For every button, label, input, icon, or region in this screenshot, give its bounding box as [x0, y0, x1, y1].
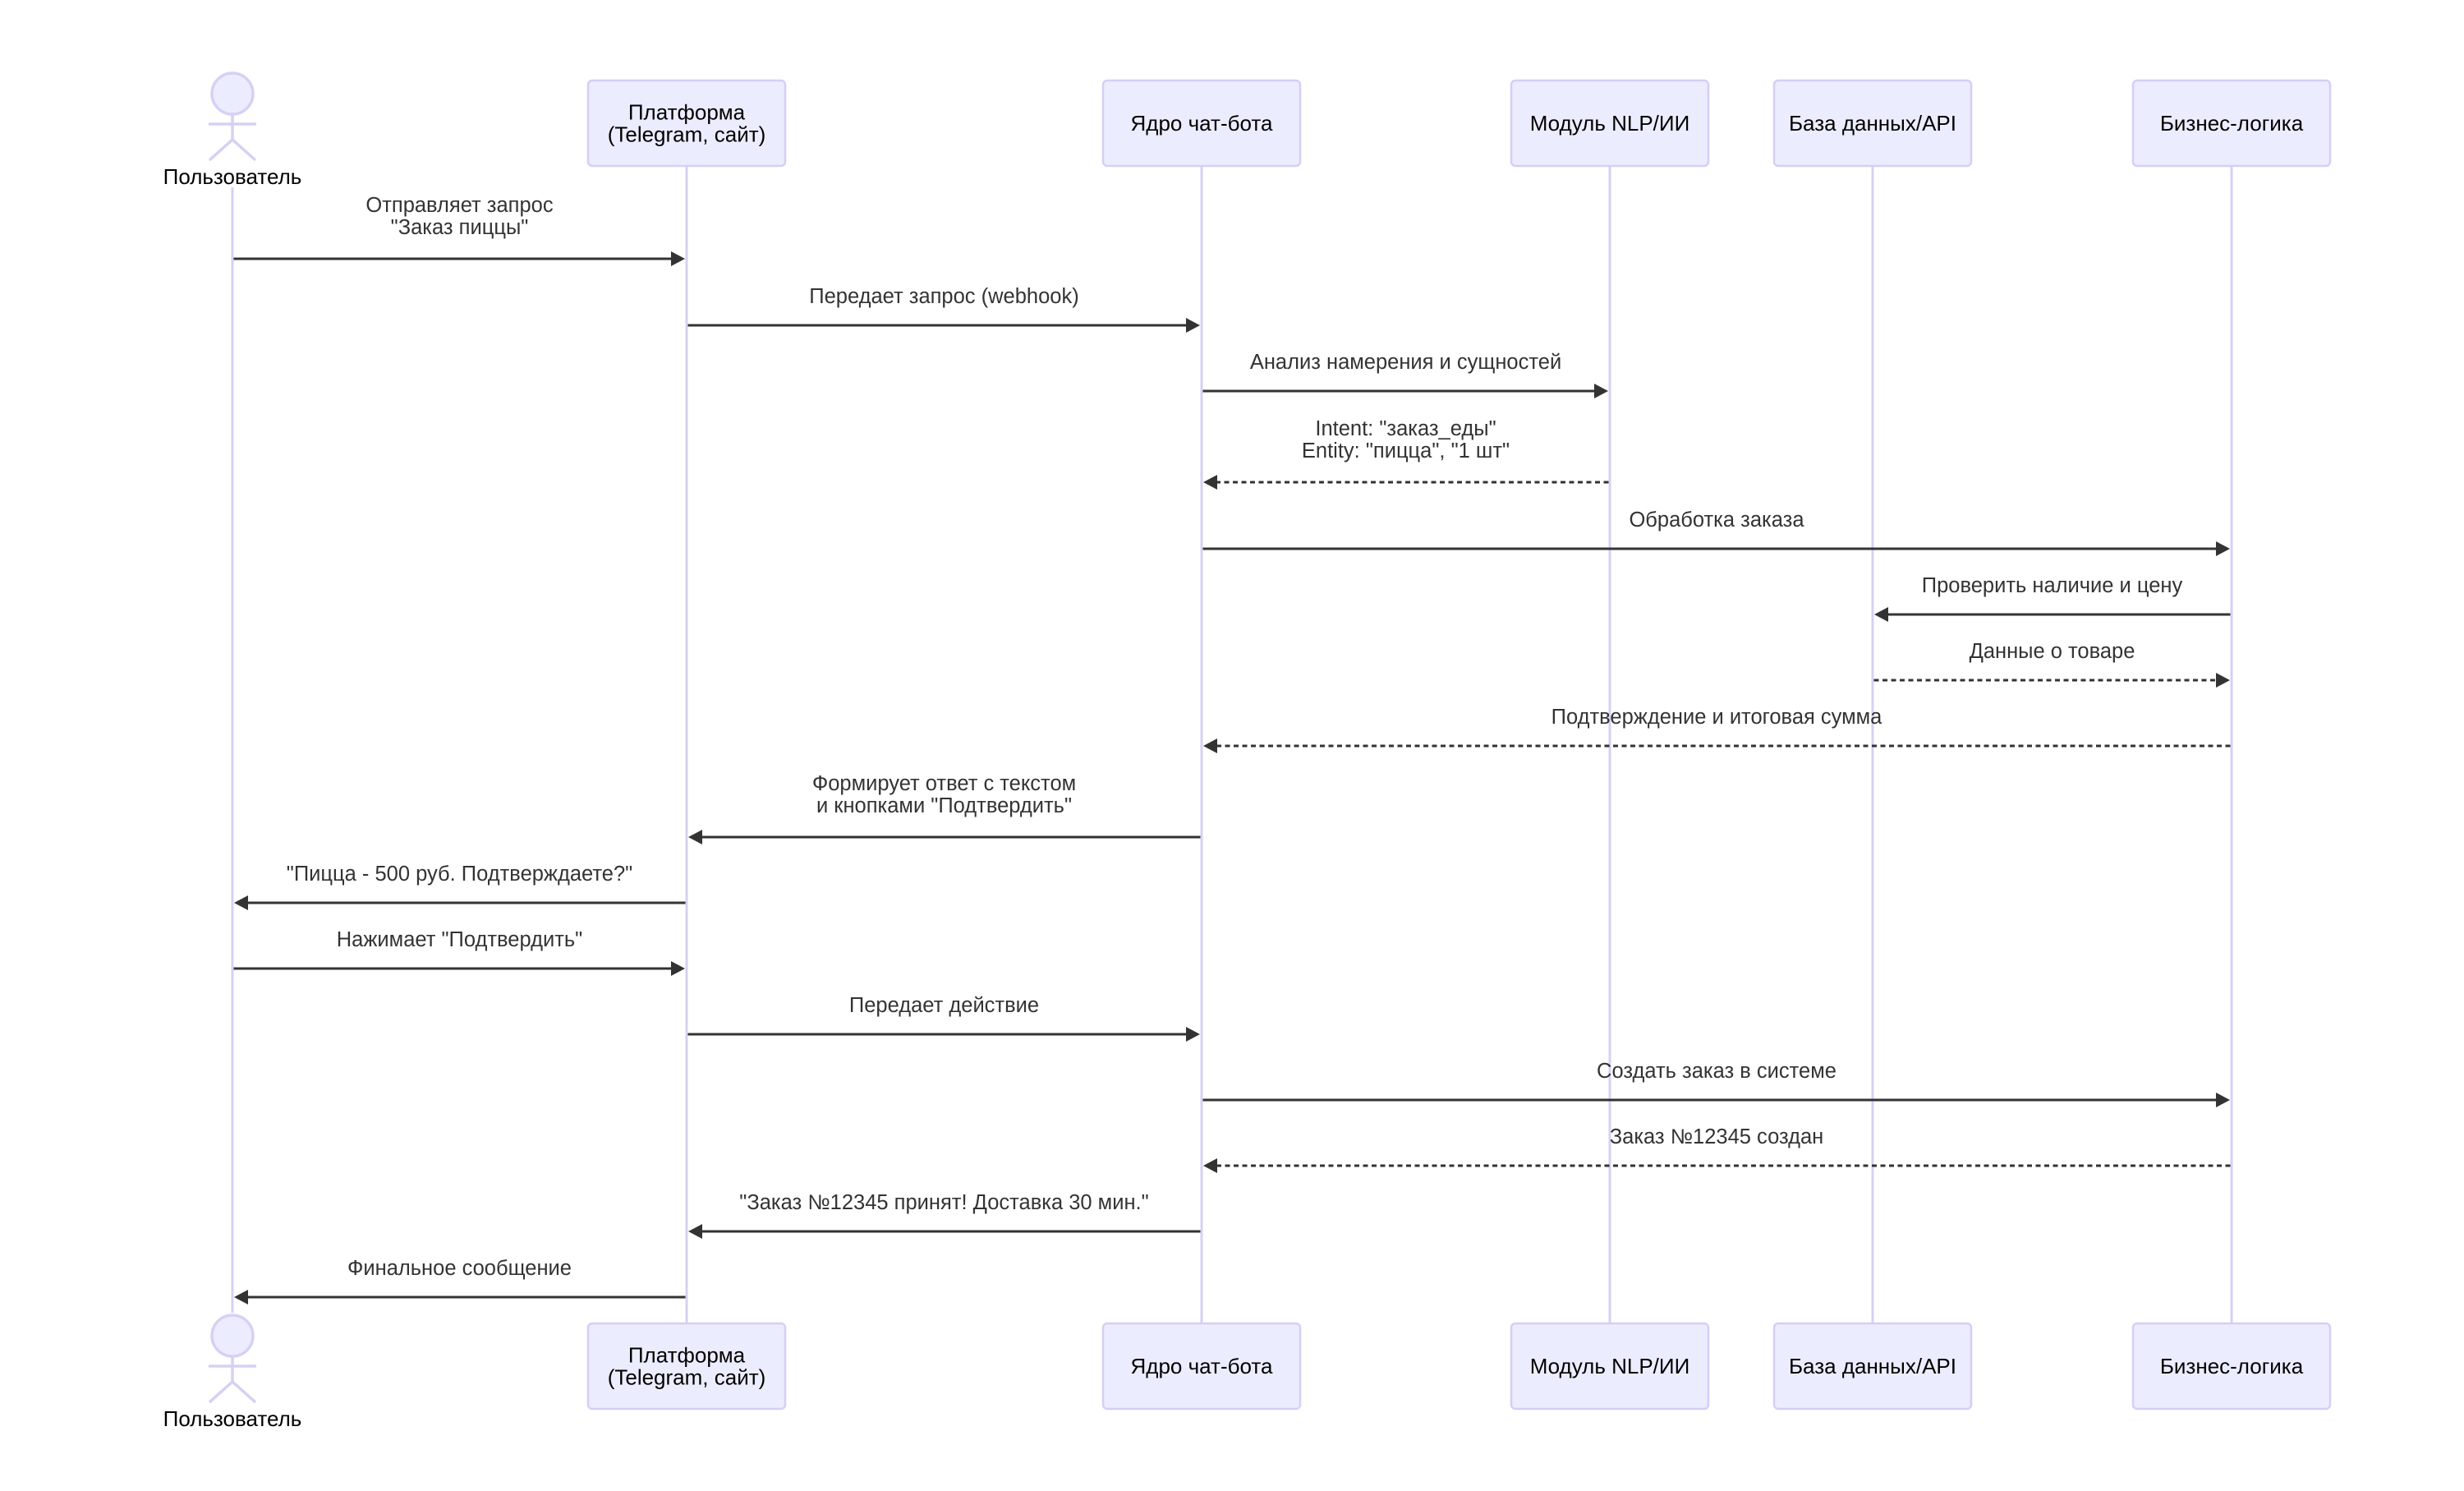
participants-top: Пользователь Платформа(Telegram, сайт) Ядр… [163, 71, 2332, 189]
message-13: Создать заказ в системе [1202, 1060, 2230, 1107]
participant-box [586, 79, 787, 168]
arrowhead-icon [688, 1224, 702, 1239]
participant-label: (Telegram, сайт) [608, 122, 766, 147]
message-label: Отправляет запрос [365, 194, 553, 217]
messages: Отправляет запрос"Заказ пиццы" Передает з… [233, 194, 2231, 1305]
arrowhead-icon [688, 830, 702, 844]
participant-box [1101, 79, 1302, 168]
message-2: Передает запрос (webhook) [687, 285, 1200, 333]
message-7: Данные о товаре [1873, 640, 2230, 688]
message-8: Подтверждение и итоговая сумма [1203, 706, 2231, 753]
arrowhead-icon [234, 895, 248, 910]
participants-bottom: Пользователь Платформа(Telegram, сайт) Ядр… [163, 1314, 2332, 1431]
participant-box [1510, 1322, 1710, 1410]
arrowhead-icon [1186, 318, 1200, 333]
arrowhead-icon [671, 961, 685, 976]
message-label: Intent: "заказ_еды" [1315, 417, 1496, 440]
participant-db-bottom: База данных/API [1772, 1322, 1973, 1410]
message-14: Заказ №12345 создан [1203, 1125, 2231, 1173]
participant-label: Платформа [628, 1343, 746, 1368]
arrowhead-icon [671, 251, 685, 266]
lifelines [231, 166, 2233, 1323]
message-11: Нажимает "Подтвердить" [233, 928, 685, 976]
participant-label: Платформа [628, 100, 746, 125]
message-1: Отправляет запрос"Заказ пиццы" [233, 194, 685, 266]
arrowhead-icon [1874, 607, 1888, 622]
message-label: Entity: "пицца", "1 шт" [1302, 439, 1510, 462]
arrowhead-icon [2216, 673, 2230, 688]
participant-biz-bottom: Бизнес-логика [2131, 1322, 2332, 1410]
message-10: "Пицца - 500 руб. Подтверждаете?" [234, 863, 686, 910]
message-label: "Пицца - 500 руб. Подтверждаете?" [287, 863, 632, 886]
message-3: Анализ намерения и сущностей [1202, 351, 1608, 398]
message-6: Проверить наличие и цену [1874, 574, 2231, 622]
actor-user-top: Пользователь [163, 71, 302, 189]
message-label: Проверить наличие и цену [1922, 574, 2183, 597]
message-label: Заказ №12345 создан [1610, 1125, 1824, 1148]
participant-label: Бизнес-логика [2160, 1354, 2304, 1378]
participant-nlp-top: Модуль NLP/ИИ [1510, 79, 1710, 168]
arrowhead-icon [1186, 1027, 1200, 1042]
participant-box [1772, 1322, 1973, 1410]
participant-label: База данных/API [1789, 111, 1956, 136]
message-15: "Заказ №12345 принят! Доставка 30 мин." [688, 1191, 1201, 1239]
arrowhead-icon [1594, 384, 1608, 398]
participant-box [2131, 1322, 2332, 1410]
message-label: Данные о товаре [1970, 640, 2135, 663]
message-label: Анализ намерения и сущностей [1250, 351, 1561, 374]
participant-box [1772, 79, 1973, 168]
message-4: Intent: "заказ_еды"Entity: "пицца", "1 ш… [1203, 417, 1609, 490]
participant-db-top: База данных/API [1772, 79, 1973, 168]
participant-label: Бизнес-логика [2160, 111, 2304, 136]
actor-head-icon [210, 71, 255, 116]
participant-label: (Telegram, сайт) [608, 1365, 766, 1390]
participant-box [1510, 79, 1710, 168]
message-label: "Заказ №12345 принят! Доставка 30 мин." [739, 1191, 1148, 1214]
participant-box [586, 1322, 787, 1410]
actor-label: Пользователь [163, 164, 302, 189]
actor-legs-icon [208, 1379, 257, 1404]
message-label: Нажимает "Подтвердить" [337, 928, 582, 951]
arrowhead-icon [2216, 541, 2230, 556]
participant-platform-bottom: Платформа(Telegram, сайт) [586, 1322, 787, 1410]
message-label: Обработка заказа [1629, 509, 1804, 532]
participant-label: Ядро чат-бота [1131, 111, 1273, 136]
participant-platform-top: Платформа(Telegram, сайт) [586, 79, 787, 168]
message-label: Передает действие [849, 994, 1039, 1017]
message-label: Формирует ответ с текстом [812, 772, 1076, 795]
message-label: Создать заказ в системе [1597, 1060, 1837, 1083]
message-label: Передает запрос (webhook) [809, 285, 1078, 308]
participant-box [2131, 79, 2332, 168]
message-12: Передает действие [687, 994, 1200, 1042]
participant-box [1101, 1322, 1302, 1410]
participant-label: Ядро чат-бота [1131, 1354, 1273, 1378]
participant-biz-top: Бизнес-логика [2131, 79, 2332, 168]
arrowhead-icon [234, 1290, 248, 1305]
message-label: Подтверждение и итоговая сумма [1551, 706, 1883, 729]
participant-core-top: Ядро чат-бота [1101, 79, 1302, 168]
arrowhead-icon [1203, 739, 1217, 753]
actor-head-icon [210, 1314, 255, 1358]
message-5: Обработка заказа [1202, 509, 2230, 556]
arrowhead-icon [2216, 1093, 2230, 1107]
participant-label: Модуль NLP/ИИ [1530, 1354, 1690, 1378]
message-16: Финальное сообщение [234, 1257, 686, 1305]
participant-nlp-bottom: Модуль NLP/ИИ [1510, 1322, 1710, 1410]
arrowhead-icon [1203, 1158, 1217, 1173]
actor-label: Пользователь [163, 1406, 302, 1431]
participant-core-bottom: Ядро чат-бота [1101, 1322, 1302, 1410]
message-label: Финальное сообщение [347, 1257, 572, 1280]
message-label: "Заказ пиццы" [391, 216, 529, 239]
actor-user-bottom: Пользователь [163, 1314, 302, 1431]
arrowhead-icon [1203, 475, 1217, 490]
message-label: и кнопками "Подтвердить" [816, 794, 1072, 817]
participant-label: Модуль NLP/ИИ [1530, 111, 1690, 136]
actor-legs-icon [208, 137, 257, 162]
participant-label: База данных/API [1789, 1354, 1956, 1378]
